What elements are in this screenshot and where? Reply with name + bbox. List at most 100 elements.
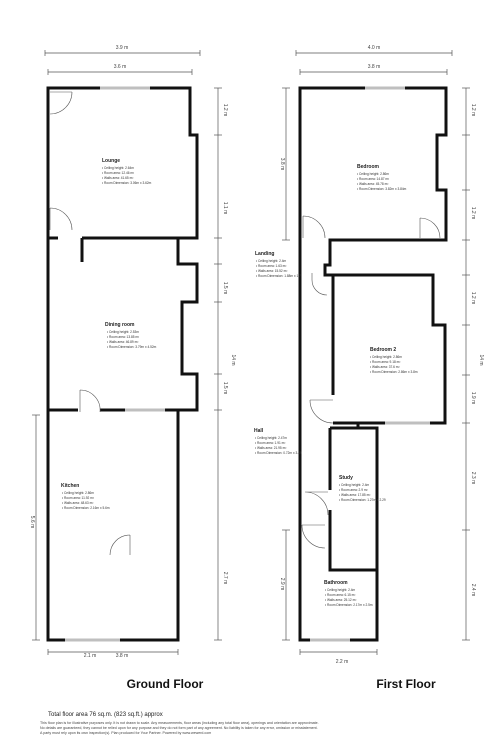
ff-dim-right-d: 1.9 m [470, 392, 476, 405]
room-detail: • Room area: 6.15 m² [325, 593, 355, 597]
room-detail: • Ceiling height: 2.86m [62, 491, 94, 495]
ff-dim-left-hall: 2.9 m [279, 578, 285, 591]
room-detail: • Room area: 9.18 m² [370, 360, 400, 364]
ff-door-landing [311, 273, 328, 296]
room-detail: • Room area: 12.46 m² [102, 171, 134, 175]
room-detail: • Room area: 11.92 m² [62, 496, 94, 500]
ff-door-bedroom2 [309, 399, 334, 424]
plan-footer: Total floor area 76 sq.m. (823 sq.ft.) a… [40, 712, 319, 735]
gf-door-kitchen [109, 534, 131, 556]
gf-top-dimensions: 3.9 m 3.6 m [44, 45, 201, 75]
gf-room-lounge: Lounge • Ceiling height: 2.64m • Room ar… [102, 158, 152, 185]
room-name: Bathroom [324, 580, 348, 586]
ground-floor-plan: 3.9 m 3.6 m [29, 45, 236, 691]
gf-dim-right-c: 1.5 m [222, 282, 228, 295]
ff-room-landing: Landing • Ceiling height: 2.4m • Room ar… [255, 251, 301, 278]
gf-dim-right-e: 2.7 m [222, 572, 228, 585]
room-detail: • Ceiling height: 2.86m [370, 355, 402, 359]
gf-dim-bottom-a: 2.1 m [84, 653, 97, 659]
room-detail: • Room Dimension: 2.16m x 5.6m [62, 506, 110, 510]
gf-door-lounge [49, 207, 73, 231]
ff-wall-hall-study [328, 426, 377, 572]
ff-room-bathroom: Bathroom • Ceiling height: 2.4m • Room a… [324, 580, 373, 607]
ff-dim-left-bed: 3.8 m [279, 158, 285, 171]
gf-dim-top-inner: 3.6 m [114, 64, 127, 70]
room-detail: • Room Dimension: 3.79m x 4.52m [107, 345, 157, 349]
room-detail: • Walls area: 21.95 m² [255, 446, 286, 450]
room-detail: • Room Dimension: 3.06m x 3.62m [102, 181, 152, 185]
ff-bottom-dimensions: 2.2 m [299, 649, 378, 665]
room-name: Study [339, 475, 353, 481]
ff-exterior-walls [298, 86, 448, 642]
gf-room-kitchen: Kitchen • Ceiling height: 2.86m • Room a… [61, 483, 110, 510]
ff-door-bedroom [302, 215, 326, 239]
total-floor-area: Total floor area 76 sq.m. (823 sq.ft.) a… [48, 712, 163, 718]
gf-dim-top-outer: 3.9 m [116, 45, 129, 51]
gf-door-dining-kitchen [79, 389, 101, 413]
gf-dim-right-total: 14 m [230, 354, 236, 365]
room-detail: • Walls area: 37.6 m² [370, 365, 400, 369]
gf-room-dining: Dining room • Ceiling height: 2.53m • Ro… [105, 322, 157, 349]
gf-dim-right-d: 1.5 m [222, 382, 228, 395]
disclaimer-line: No details are guaranteed, they cannot b… [40, 726, 318, 730]
ground-floor-title: Ground Floor [127, 677, 204, 691]
disclaimer-line: A party must rely upon its own inspectio… [40, 731, 211, 735]
ff-right-dimensions: 1.2 m 1.2 m 1.2 m 1.9 m 14 m 2.3 m 2.4 m [462, 87, 484, 641]
first-floor-plan: 4.0 m 3.8 m [254, 45, 484, 691]
room-name: Bedroom [357, 164, 380, 170]
ff-room-hall: Hall • Ceiling height: 2.47m • Room area… [254, 428, 302, 455]
gf-bottom-dimensions: 2.1 m 3.8 m [47, 649, 179, 659]
gf-door-front [49, 91, 73, 115]
gf-dim-left-kitchen: 5.6 m [29, 516, 35, 529]
room-detail: • Ceiling height: 2.4m [256, 259, 287, 263]
ff-room-study: Study • Ceiling height: 2.4m • Room area… [339, 475, 386, 502]
room-detail: • Walls area: 17.85 m² [339, 493, 370, 497]
ff-door-study [304, 491, 329, 516]
ff-top-dimensions: 4.0 m 3.8 m [295, 45, 453, 75]
ff-door-bathroom [301, 524, 326, 549]
room-name: Kitchen [61, 483, 79, 489]
room-detail: • Walls area: 25.12 m² [325, 598, 356, 602]
room-detail: • Room Dimension: 3.82m x 3.84m [357, 187, 407, 191]
room-detail: • Ceiling height: 2.47m [255, 436, 287, 440]
room-detail: • Room Dimension: 2.17m x 2.5m [325, 603, 373, 607]
room-detail: • Ceiling height: 2.4m [339, 483, 370, 487]
room-detail: • Walls area: 46.89 m² [107, 340, 138, 344]
disclaimer-line: This floor plan is for illustrative purp… [40, 721, 319, 725]
ff-door-bedroom-right [419, 217, 441, 239]
gf-wall-lounge-dining [80, 236, 178, 262]
room-name: Bedroom 2 [370, 347, 396, 353]
ff-dim-right-total: 14 m [478, 354, 484, 365]
room-detail: • Room Dimension: 2.86m x 3.8m [370, 370, 418, 374]
room-detail: • Room Dimension: 0.72m x 3.49 [255, 451, 302, 455]
room-detail: • Walls area: 15.52 m² [256, 269, 287, 273]
room-detail: • Ceiling height: 2.86m [357, 172, 389, 176]
room-detail: • Room area: 14.87 m² [357, 177, 389, 181]
first-floor-title: First Floor [376, 677, 436, 691]
ff-room-bedroom: Bedroom • Ceiling height: 2.86m • Room a… [357, 164, 407, 191]
ff-left-dimensions: 3.8 m 2.9 m [279, 87, 290, 641]
gf-dim-right-b: 1.1 m [222, 202, 228, 215]
gf-dim-bottom-b: 3.8 m [116, 653, 129, 659]
ff-dim-right-f: 2.4 m [470, 584, 476, 597]
room-detail: • Walls area: 45.78 m² [357, 182, 388, 186]
room-name: Hall [254, 428, 264, 434]
room-name: Dining room [105, 322, 135, 328]
room-name: Landing [255, 251, 274, 257]
room-detail: • Room area: 1.91 m² [255, 441, 285, 445]
gf-exterior-walls [46, 86, 199, 642]
room-detail: • Ceiling height: 2.4m [325, 588, 356, 592]
ff-dim-right-c: 1.2 m [470, 292, 476, 305]
room-detail: • Room area: 1.63 m² [256, 264, 286, 268]
ff-dim-right-b: 1.2 m [470, 207, 476, 220]
ff-dim-top-outer: 4.0 m [368, 45, 381, 51]
ff-dim-right-e: 2.3 m [470, 472, 476, 485]
ff-dim-bottom: 2.2 m [336, 659, 349, 665]
room-detail: • Walls area: 41.65 m² [102, 176, 133, 180]
room-name: Lounge [102, 158, 120, 164]
room-detail: • Ceiling height: 2.64m [102, 166, 134, 170]
ff-room-bedroom2: Bedroom 2 • Ceiling height: 2.86m • Room… [370, 347, 418, 374]
room-detail: • Room area: 13.85 m² [107, 335, 139, 339]
gf-left-dimensions: 5.6 m [29, 414, 40, 641]
